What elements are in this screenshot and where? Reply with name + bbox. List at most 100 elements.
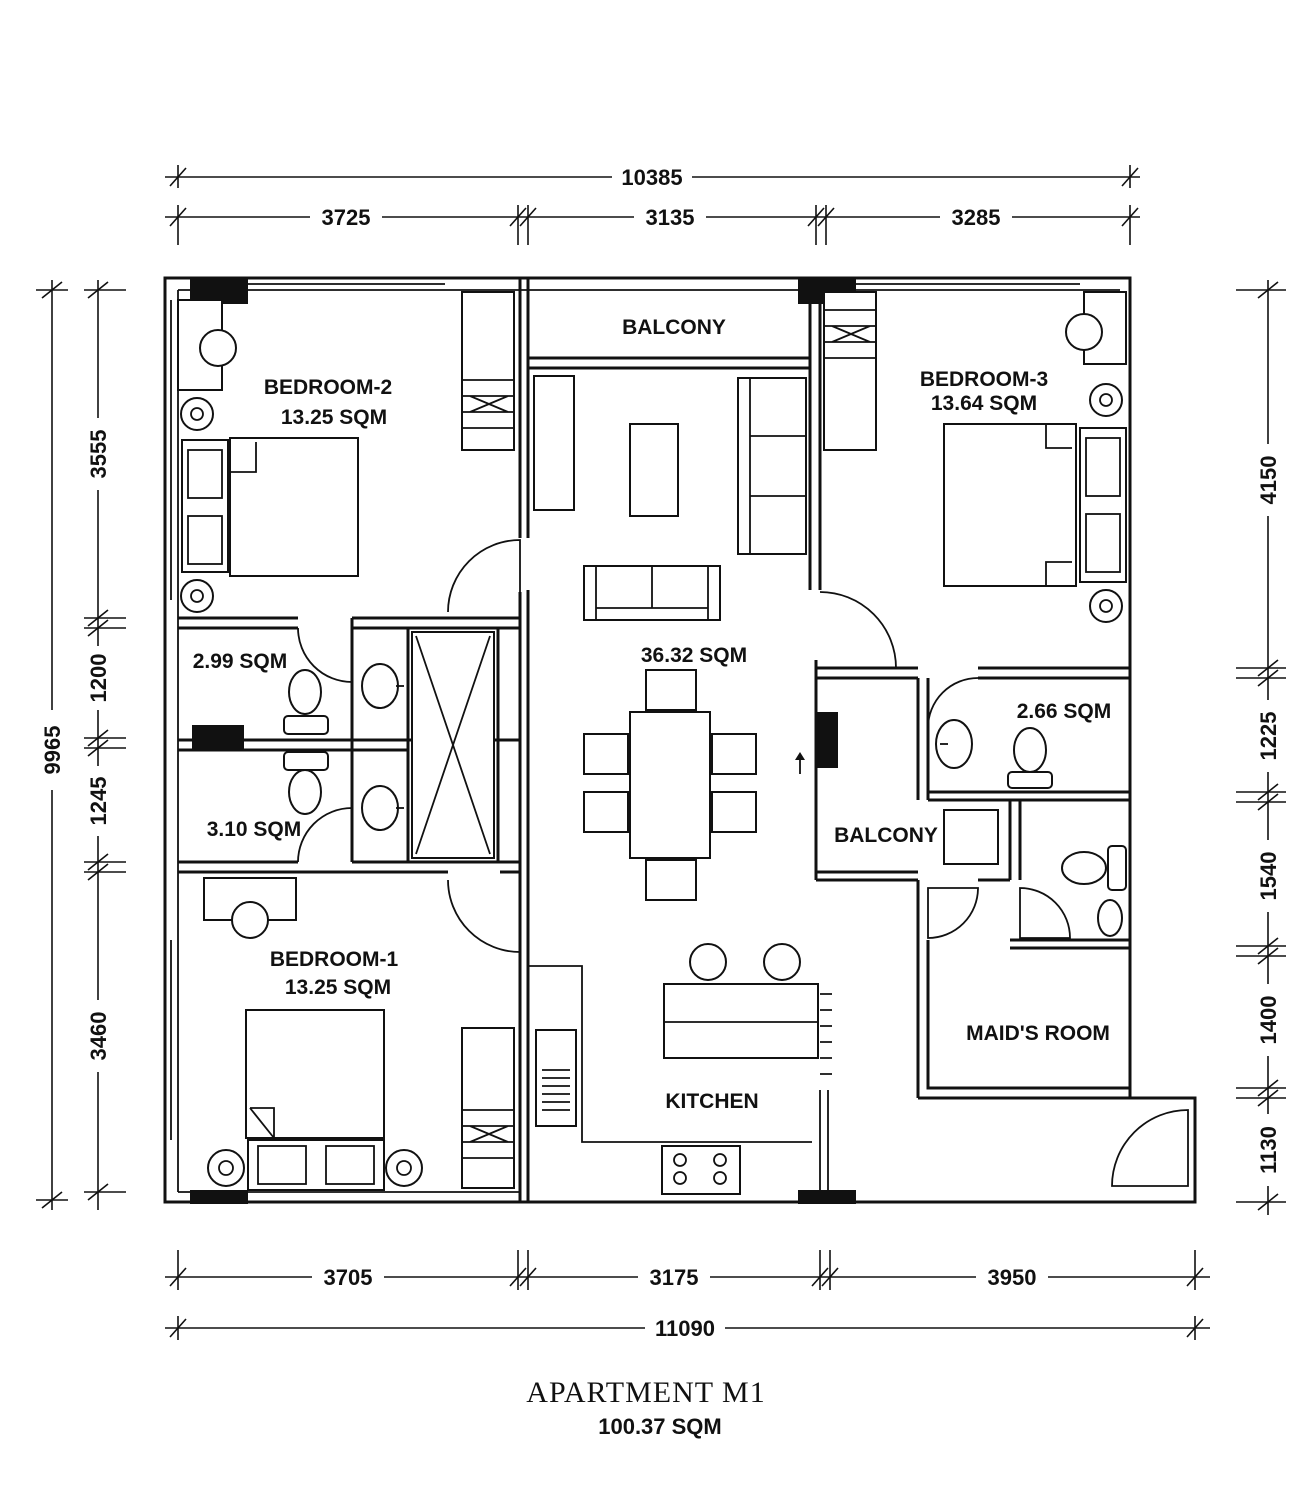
chair-icon: [231, 901, 269, 939]
dim-right-seg-1: 4150: [1256, 456, 1281, 505]
chair-icon: [711, 791, 757, 833]
room-labels: BEDROOM-2 13.25 SQM BEDROOM-3 13.64 SQM …: [193, 316, 1112, 1113]
door-bath-bottom-left: [297, 807, 353, 863]
sink-icon: [361, 785, 399, 831]
chair-icon: [645, 669, 697, 711]
lamp-icon: [1089, 383, 1123, 417]
headboard: [247, 1139, 385, 1191]
kitchen-island: [663, 983, 819, 1059]
bedroom-1-furniture: [203, 877, 515, 1191]
dim-bottom-seg-3: 3950: [988, 1265, 1037, 1290]
dim-bottom-seg-2: 3175: [650, 1265, 699, 1290]
stool-icon: [689, 943, 727, 981]
chair-icon: [711, 733, 757, 775]
column: [192, 725, 244, 751]
dimension-left: 9965 3555 1200 1245 3460: [36, 280, 126, 1210]
bedroom-2-furniture: [177, 291, 515, 613]
sink-icon: [1097, 899, 1123, 937]
dim-top-seg-1: 3725: [322, 205, 371, 230]
bedroom-1-name: BEDROOM-1: [270, 948, 399, 971]
bedroom-3-area: 13.64 SQM: [931, 392, 1037, 415]
kitchen-furniture: [528, 943, 832, 1195]
chair-icon: [1065, 313, 1103, 351]
dim-left-seg-4: 3460: [86, 1012, 111, 1061]
lamp-icon: [385, 1149, 423, 1187]
outer-walls: [163, 276, 1197, 1204]
dimension-top: 10385 3725 3135 3285: [165, 164, 1140, 245]
arrow-icon: [795, 752, 805, 760]
sink-icon: [935, 719, 973, 769]
door-maids-bath: [1019, 887, 1071, 939]
lamp-icon: [207, 1149, 245, 1187]
stove-icon: [661, 1145, 741, 1195]
living-dining-furniture: [533, 375, 807, 901]
plan-title: APARTMENT M1: [526, 1376, 765, 1409]
dim-top-total: 10385: [621, 165, 682, 190]
door-maids-room: [927, 887, 979, 939]
bathrooms-right: [935, 719, 1127, 937]
chair-icon: [645, 859, 697, 901]
toilet-icon: [288, 769, 322, 815]
dining-table: [629, 711, 711, 859]
plan-total-area: 100.37 SQM: [598, 1414, 722, 1439]
column: [798, 1190, 856, 1204]
lamp-icon: [1089, 589, 1123, 623]
dim-top-seg-3: 3285: [952, 205, 1001, 230]
bed: [943, 423, 1077, 587]
tv-unit: [533, 375, 575, 511]
column: [816, 712, 838, 768]
balcony-top-label: BALCONY: [622, 316, 726, 339]
dim-bottom-seg-1: 3705: [324, 1265, 373, 1290]
dim-top-seg-2: 3135: [646, 205, 695, 230]
maids-room-label: MAID'S ROOM: [966, 1022, 1110, 1045]
bed: [245, 1009, 385, 1139]
bedroom-2-area: 13.25 SQM: [281, 406, 387, 429]
bathrooms-left: [283, 631, 495, 859]
dim-right-seg-4: 1400: [1256, 996, 1281, 1045]
living-area-label: 36.32 SQM: [641, 644, 747, 667]
stool-icon: [763, 943, 801, 981]
headboard: [181, 439, 229, 573]
door-bedroom-3: [819, 591, 897, 669]
dim-left-seg-1: 3555: [86, 430, 111, 479]
bath-bottom-left-area: 3.10 SQM: [207, 818, 302, 841]
bedroom-3-furniture: [823, 291, 1127, 623]
dim-left-seg-3: 1245: [86, 777, 111, 826]
dimension-right: 4150 1225 1540 1400 1130: [1236, 280, 1286, 1215]
dim-right-seg-2: 1225: [1256, 712, 1281, 761]
door-bath-right: [927, 677, 979, 729]
washer: [943, 809, 999, 865]
dim-right-seg-5: 1130: [1256, 1126, 1281, 1174]
toilet-icon: [1013, 727, 1047, 773]
wardrobe: [461, 1027, 515, 1189]
sofa: [737, 377, 807, 555]
bed: [229, 437, 359, 577]
doors: [297, 539, 1189, 1187]
bath-right-area: 2.66 SQM: [1017, 700, 1112, 723]
dimension-bottom: 3705 3175 3950 11090: [165, 1250, 1210, 1341]
dim-left-total: 9965: [40, 726, 65, 775]
dim-bottom-total: 11090: [655, 1316, 715, 1341]
door-bath-top-left: [297, 627, 353, 683]
caption: APARTMENT M1 100.37 SQM: [526, 1376, 765, 1439]
door-bedroom-2: [447, 539, 521, 613]
kitchen-label: KITCHEN: [665, 1090, 758, 1113]
balcony-right-label: BALCONY: [834, 824, 938, 847]
chair-icon: [583, 733, 629, 775]
door-bedroom-1: [447, 879, 521, 953]
column: [190, 1190, 248, 1204]
lamp-icon: [180, 397, 214, 431]
bath-top-left-area: 2.99 SQM: [193, 650, 288, 673]
coffee-table: [629, 423, 679, 517]
dim-left-seg-2: 1200: [86, 654, 111, 703]
dim-right-seg-3: 1540: [1256, 852, 1281, 901]
bedroom-1-area: 13.25 SQM: [285, 976, 391, 999]
bedroom-2-name: BEDROOM-2: [264, 376, 392, 399]
toilet-icon: [1061, 851, 1107, 885]
chair-icon: [199, 329, 237, 367]
door-entrance: [1111, 1109, 1189, 1187]
toilet-icon: [288, 669, 322, 715]
lamp-icon: [180, 579, 214, 613]
sink-icon: [361, 663, 399, 709]
